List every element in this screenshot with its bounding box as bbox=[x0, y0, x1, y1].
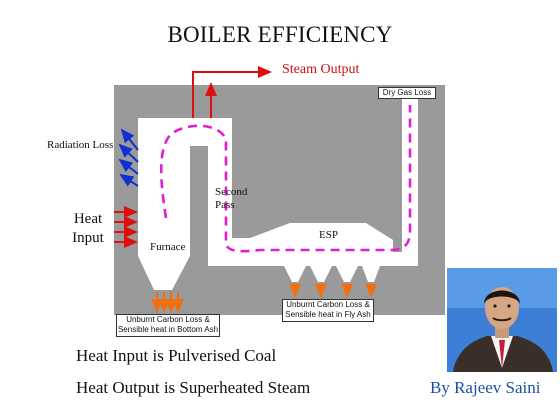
page-title: BOILER EFFICIENCY bbox=[167, 22, 393, 47]
dry-gas-loss-box: Dry Gas Loss bbox=[378, 87, 436, 99]
second-pass-line2: Pass bbox=[215, 199, 235, 211]
esp-hopper-1 bbox=[284, 266, 306, 282]
radiation-arrow-2 bbox=[118, 143, 139, 163]
radiation-arrow-4 bbox=[119, 173, 139, 187]
footer-heat-output: Heat Output is Superheated Steam bbox=[76, 378, 311, 397]
furnace-label: Furnace bbox=[150, 241, 186, 253]
author-photo bbox=[447, 268, 557, 372]
esp-hopper-3 bbox=[336, 266, 358, 282]
flue-gas-path bbox=[159, 105, 412, 253]
second-pass-line1: Second bbox=[215, 186, 248, 198]
steam-output-label: Steam Output bbox=[282, 62, 360, 77]
author-credit: By Rajeev Saini bbox=[430, 378, 541, 397]
footer-heat-input: Heat Input is Pulverised Coal bbox=[76, 346, 277, 365]
radiation-arrow-1 bbox=[120, 128, 139, 151]
esp-hopper-4 bbox=[362, 266, 380, 282]
heat-input-label: Heat Input bbox=[64, 210, 112, 248]
steam-output-arrow bbox=[192, 66, 272, 118]
bottom-ash-line1: Unburnt Carbon Loss & bbox=[126, 315, 210, 324]
fly-ash-line1: Unburnt Carbon Loss & bbox=[286, 300, 370, 309]
fly-ash-loss-box: Unburnt Carbon Loss & Sensible heat in F… bbox=[282, 299, 374, 322]
second-pass-label: Second Pass bbox=[215, 186, 255, 212]
bottom-ash-loss-box: Unburnt Carbon Loss & Sensible heat in B… bbox=[116, 314, 220, 337]
esp-hopper-2 bbox=[310, 266, 332, 282]
heat-input-line2: Input bbox=[72, 230, 104, 246]
boiler-structure bbox=[138, 95, 418, 290]
radiation-loss-label: Radiation Loss bbox=[47, 139, 114, 151]
bottom-ash-line2: Sensible heat in Bottom Ash bbox=[117, 325, 219, 334]
radiation-arrow-3 bbox=[118, 158, 139, 175]
fly-ash-line2: Sensible heat in Fly Ash bbox=[285, 310, 371, 319]
esp-label: ESP bbox=[319, 229, 338, 241]
heat-input-line1: Heat bbox=[73, 211, 103, 227]
